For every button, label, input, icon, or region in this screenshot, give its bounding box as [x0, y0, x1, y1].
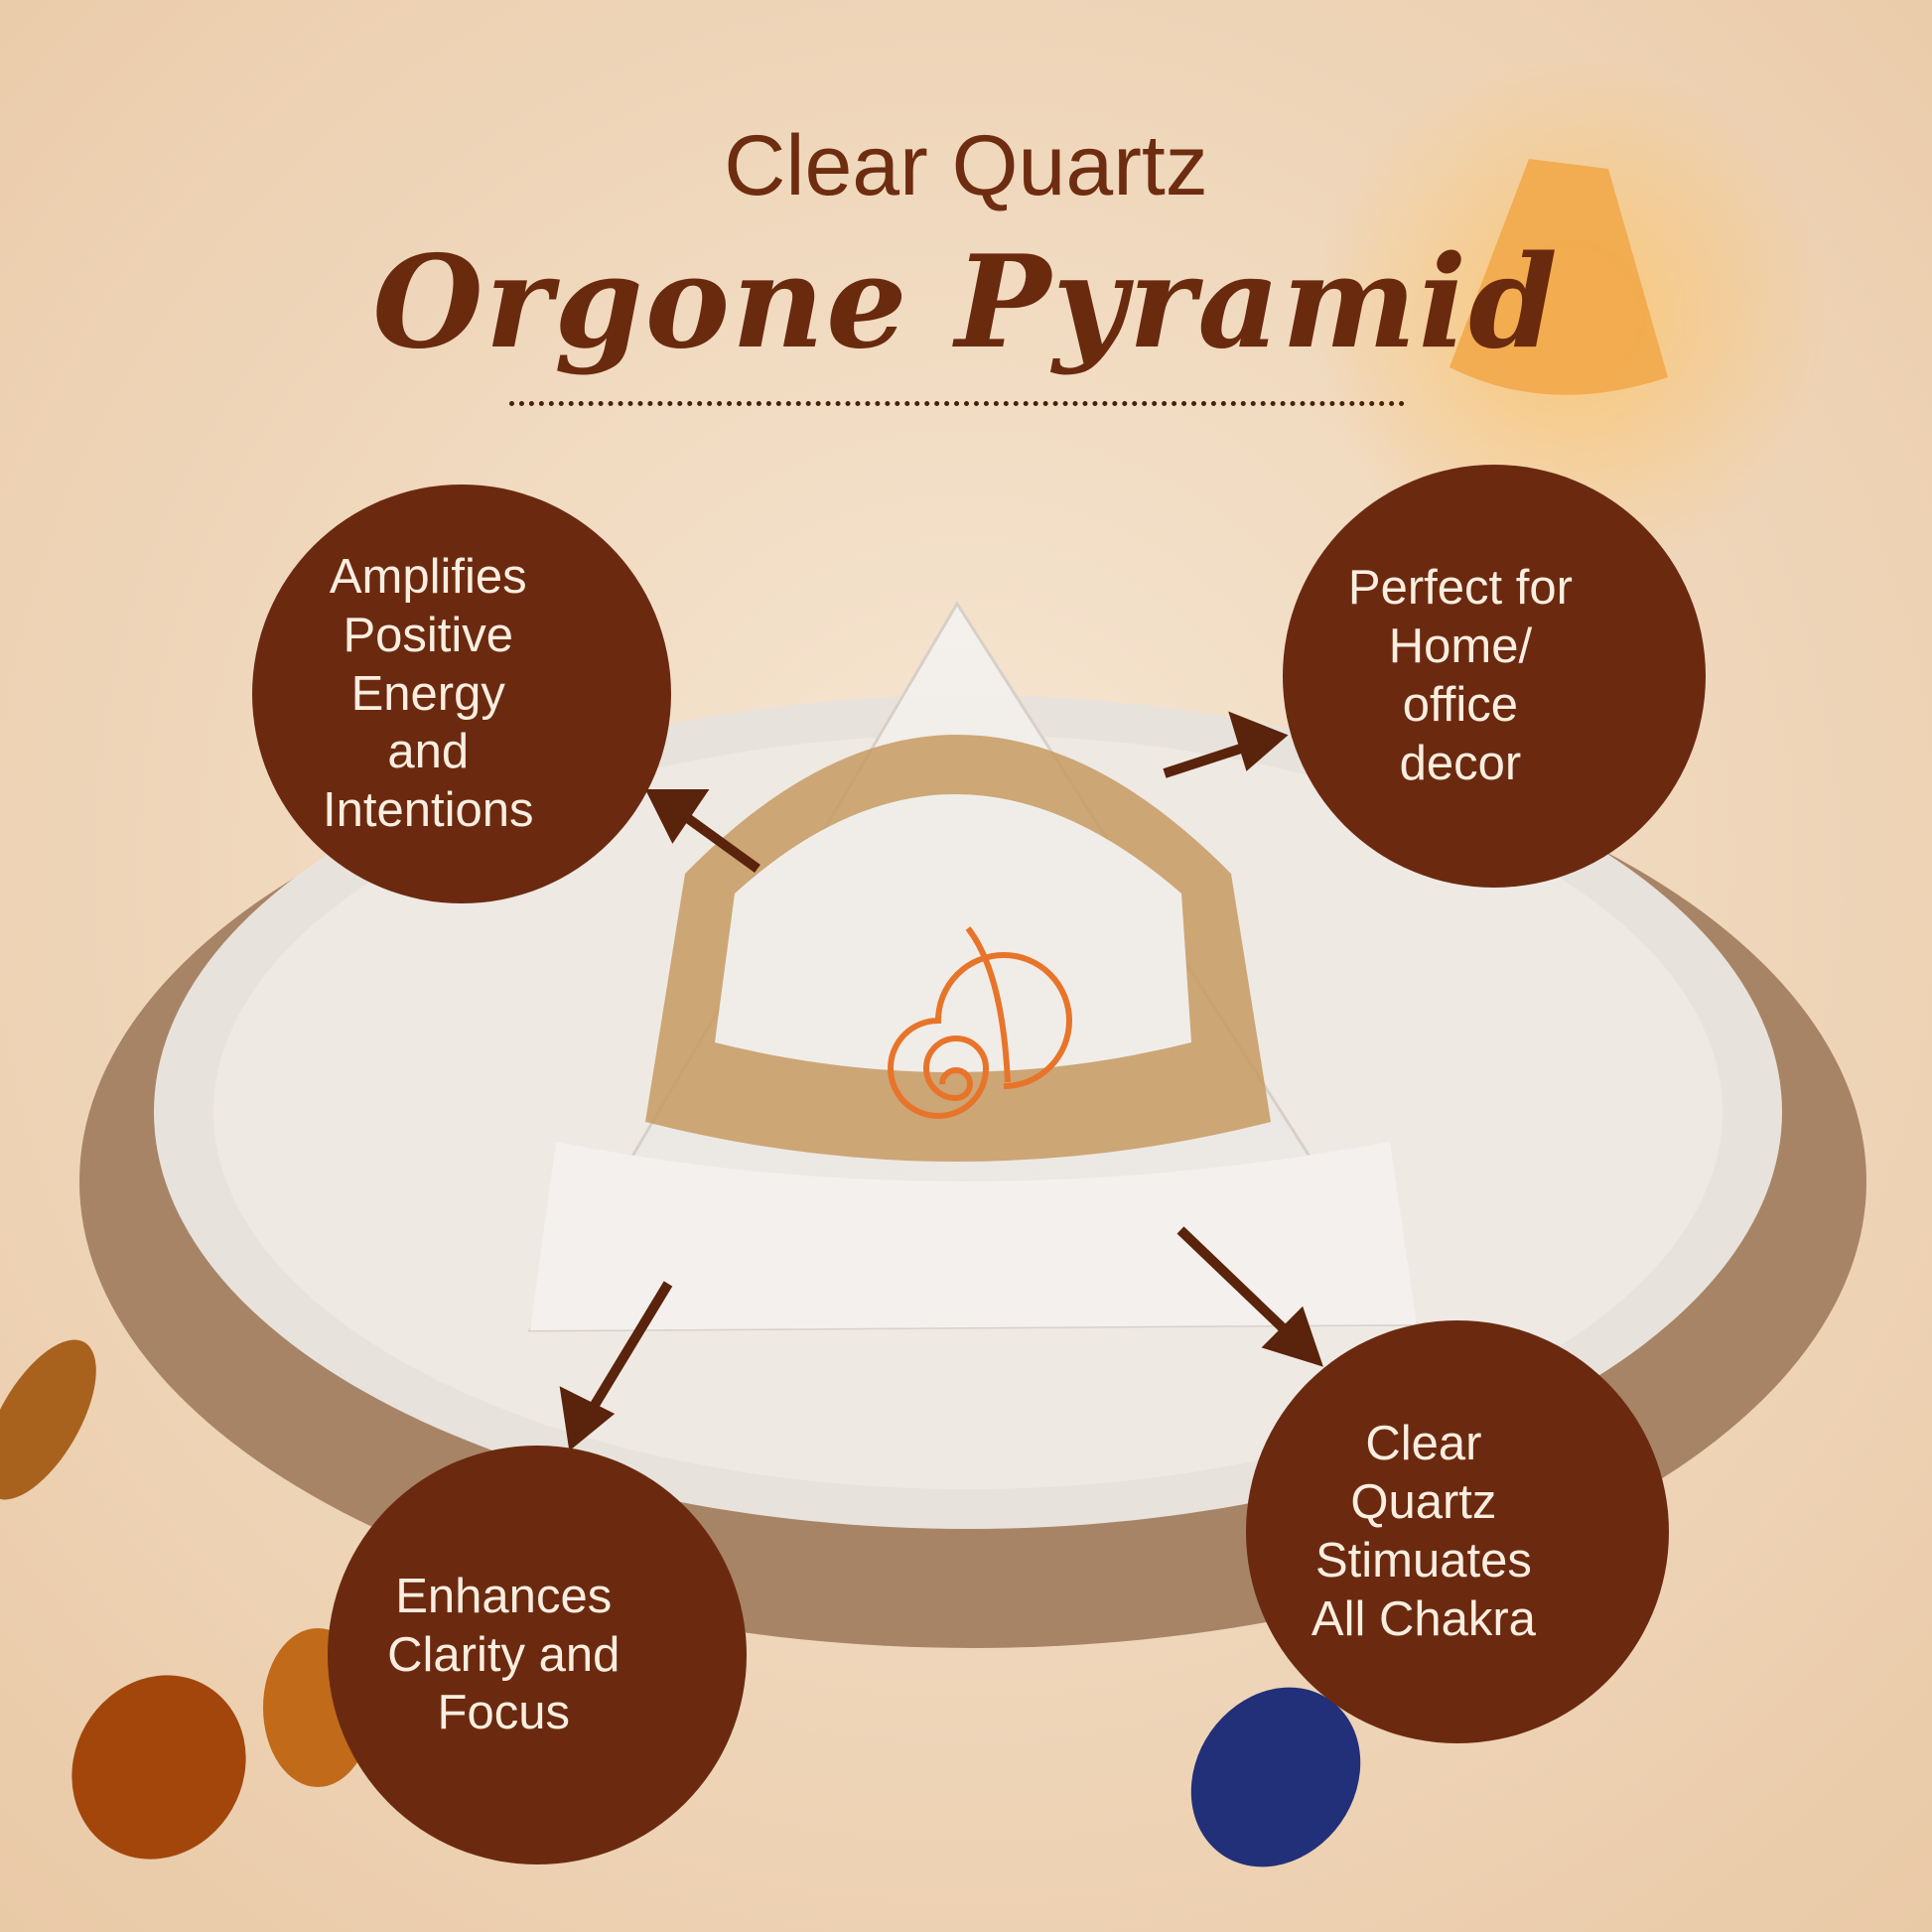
feature-line: decor [1399, 736, 1522, 790]
feature-line: Home/ office [1388, 620, 1533, 732]
feature-line: Amplifies [329, 550, 527, 604]
feature-line: Positive Energy [343, 608, 514, 721]
arrow-bottom-left [581, 1281, 673, 1423]
feature-line: Stimuates [1314, 1534, 1532, 1587]
feature-line: and Intentions [322, 725, 534, 838]
feature-line: Clear Quartz [1350, 1417, 1497, 1530]
arrow-bottom-right [1176, 1226, 1300, 1344]
candle-decor [1449, 159, 1668, 395]
feature-line: Clarity and [387, 1627, 621, 1682]
tiger-eye-stone [71, 1675, 246, 1860]
dotted-divider [509, 401, 1405, 406]
feature-line: Focus [437, 1686, 570, 1740]
feature-line: Enhances [395, 1569, 613, 1623]
product-title: Orgone Pyramid [372, 228, 1560, 377]
feature-line: All Chakra [1311, 1591, 1536, 1646]
lapis-stone [1190, 1687, 1361, 1867]
copper-spiral-icon [888, 926, 1072, 1119]
product-subtitle: Clear Quartz [724, 118, 1208, 213]
orgone-pyramid [527, 601, 1420, 1332]
feature-line: Perfect for [1347, 561, 1573, 616]
